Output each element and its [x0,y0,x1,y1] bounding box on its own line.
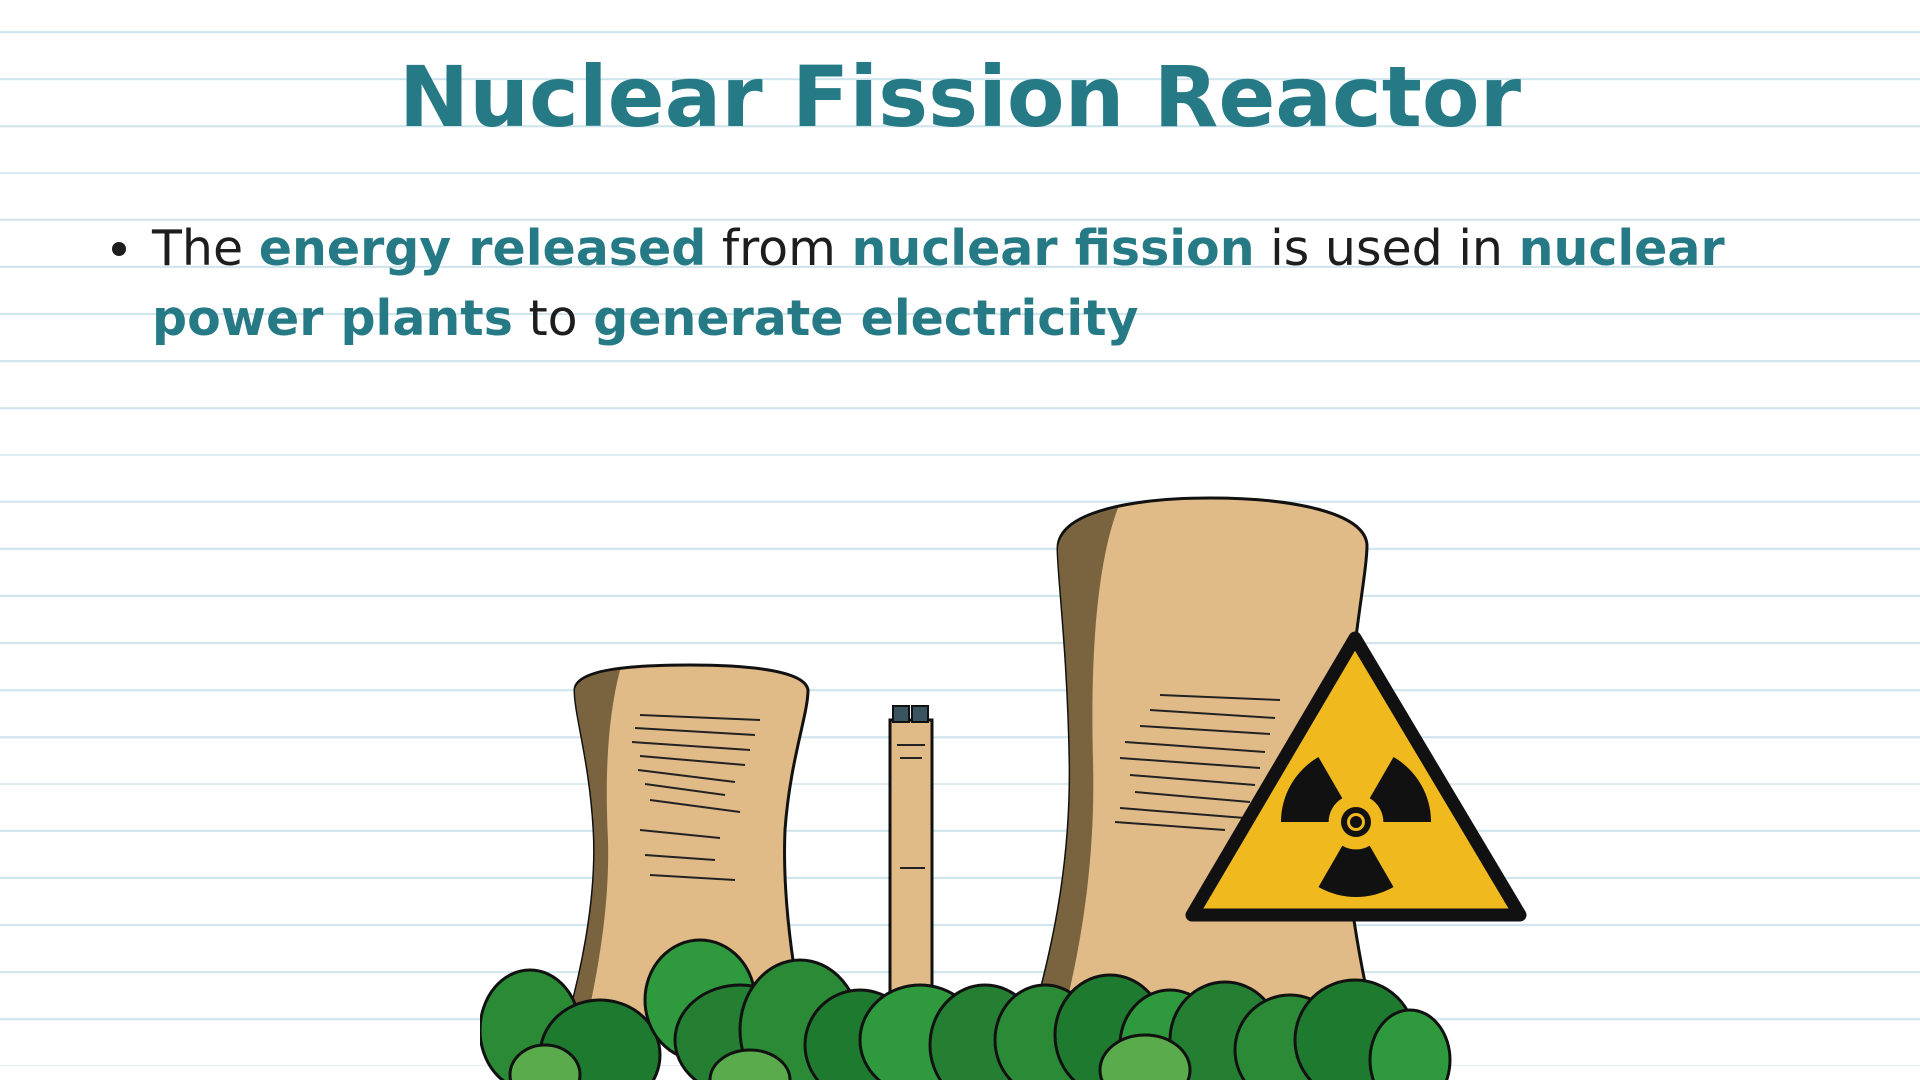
bullet-item: The energy released from nuclear fission… [110,214,1850,354]
highlight-nuclear-fission: nuclear fission [851,220,1255,277]
bullet-text-plain: to [512,290,594,347]
power-plant-illustration [480,496,1527,1080]
bullet-text-plain: The [152,220,259,277]
highlight-nuclear-power-plants: nuclear power plants [152,220,1725,347]
bullet-list: The energy released from nuclear fission… [110,214,1850,354]
highlight-energy-released: energy released [258,220,707,277]
bullet-text-plain: from [706,220,852,277]
tree-line [480,938,1452,1080]
chimney [888,705,934,1022]
highlight-generate-electricity: generate electricity [593,290,1139,347]
small-cooling-tower [562,663,810,1032]
radiation-warning-icon [1185,631,1527,922]
slide-title: Nuclear Fission Reactor [398,48,1522,146]
bullet-text-plain: is used in [1254,220,1519,277]
bullet-dot [112,242,126,256]
